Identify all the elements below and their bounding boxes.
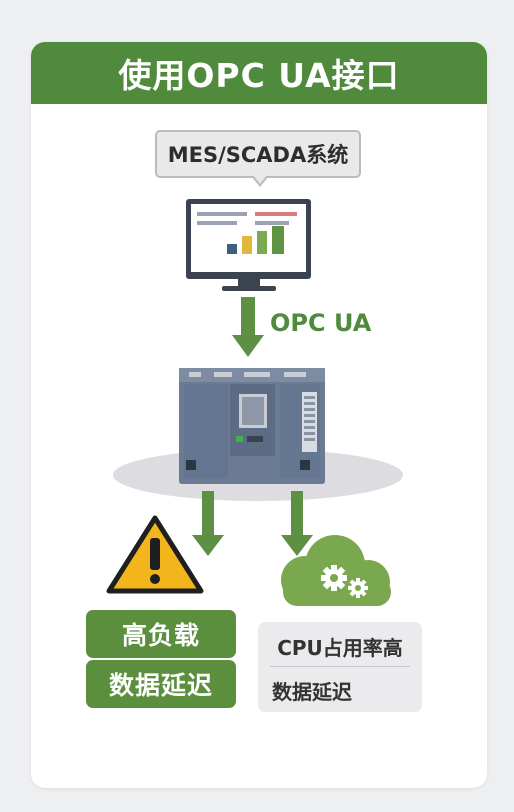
arrow-plc-to-cloud	[281, 491, 313, 556]
page-title: 使用OPC UA接口	[118, 56, 400, 95]
cloud-gears-icon	[281, 535, 391, 606]
plc-controller-icon	[179, 368, 325, 484]
callout-tail-inner	[253, 175, 267, 184]
header-banner: 使用OPC UA接口	[31, 42, 487, 104]
outcome-data-delay-box: 数据延迟	[86, 660, 236, 708]
outcome-data-delay-label: 数据延迟	[108, 671, 213, 700]
protocol-label: OPC UA	[270, 309, 372, 337]
system-label: MES/SCADA系统	[167, 143, 349, 167]
outcome-cpu-box: CPU占用率高 数据延迟	[258, 622, 422, 712]
arrow-monitor-to-plc	[232, 297, 264, 357]
arrow-plc-to-warning	[192, 491, 224, 556]
monitor-dashboard-icon	[186, 199, 311, 291]
outcome-divider	[270, 666, 410, 667]
warning-triangle-icon	[106, 515, 204, 594]
outcome-cpu-label: CPU占用率高	[277, 636, 403, 660]
outcome-high-load-box: 高负载	[86, 610, 236, 658]
outcome-cpu-delay-label: 数据延迟	[272, 680, 352, 704]
outcome-high-load-label: 高负载	[121, 621, 200, 650]
